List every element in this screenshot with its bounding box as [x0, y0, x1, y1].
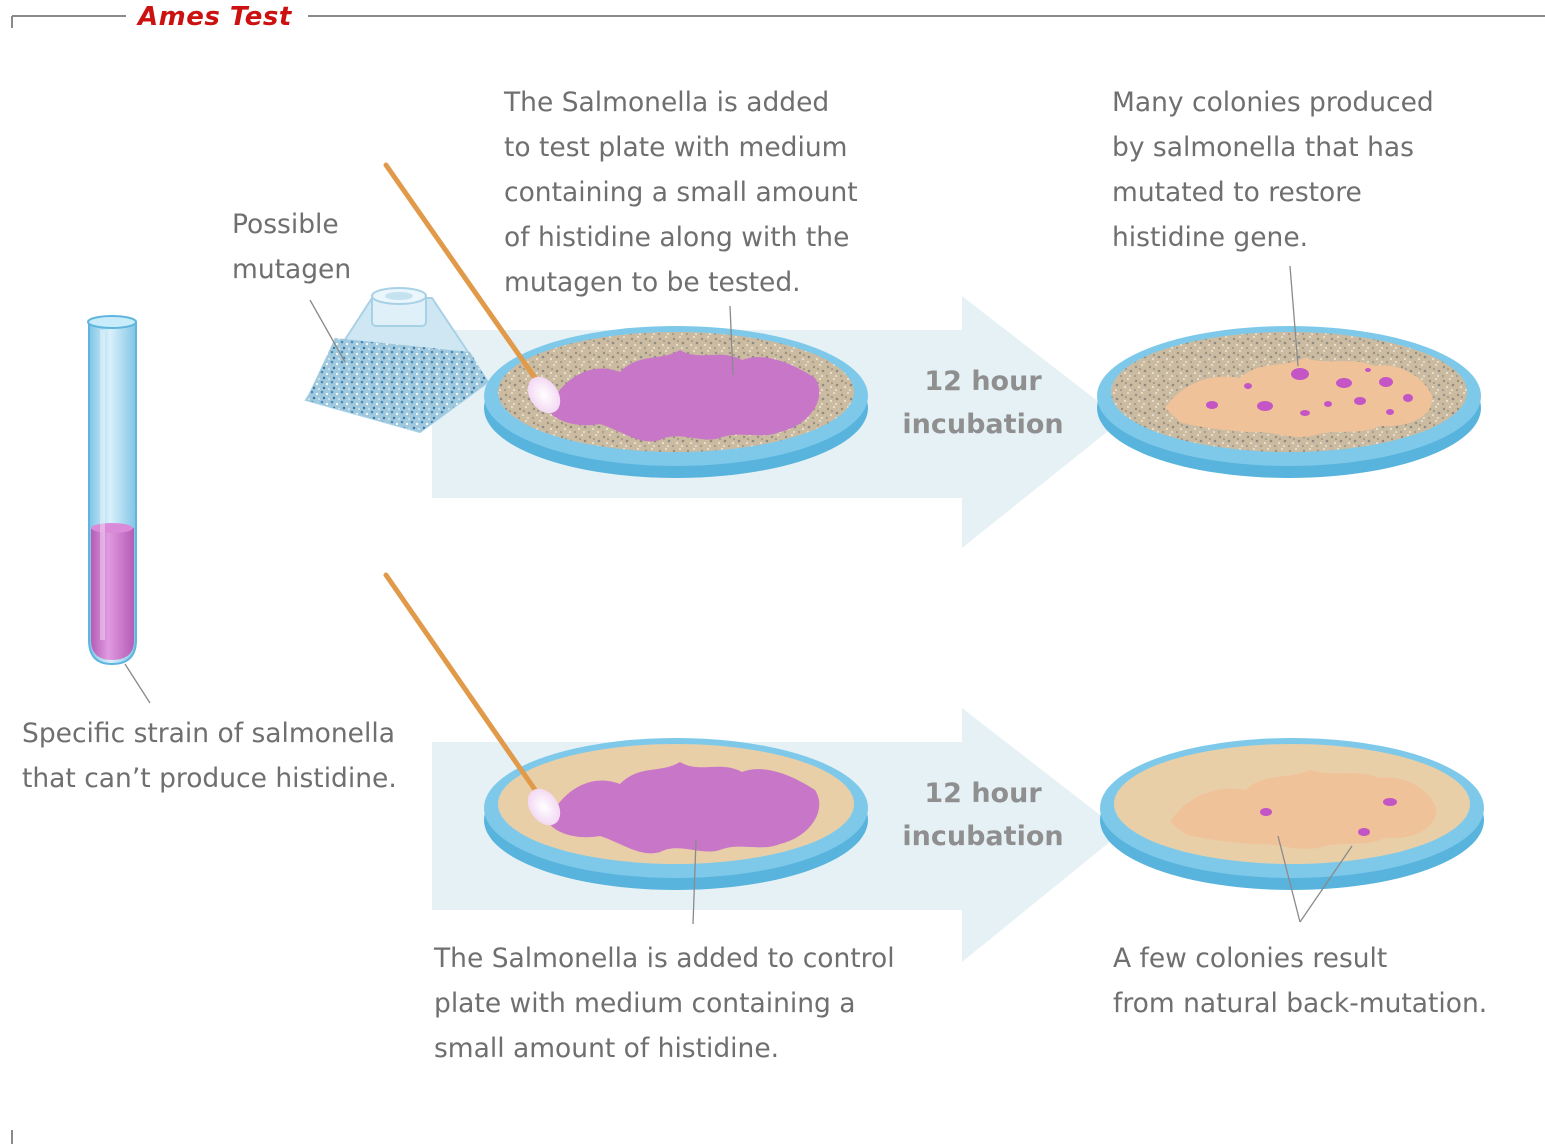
leader-line-mutagen	[310, 300, 345, 362]
label-control-plate: The Salmonella is added to control plate…	[434, 936, 895, 1071]
label-control-result: A few colonies result from natural back-…	[1113, 936, 1487, 1026]
label-test-result: Many colonies produced by salmonella tha…	[1112, 80, 1434, 260]
test-tube-icon	[88, 316, 136, 664]
test-result-dish	[1097, 326, 1481, 478]
incubation-label-top: 12 hour incubation	[893, 360, 1073, 446]
leader-line-strain	[125, 664, 150, 703]
label-possible-mutagen: Possible mutagen	[232, 202, 351, 292]
label-salmonella-strain: Specific strain of salmonella that can’t…	[22, 711, 397, 801]
diagram-title: Ames Test	[138, 2, 292, 32]
incubation-label-bottom: 12 hour incubation	[893, 772, 1073, 858]
label-test-plate: The Salmonella is added to test plate wi…	[504, 80, 858, 305]
control-result-dish	[1100, 738, 1484, 890]
